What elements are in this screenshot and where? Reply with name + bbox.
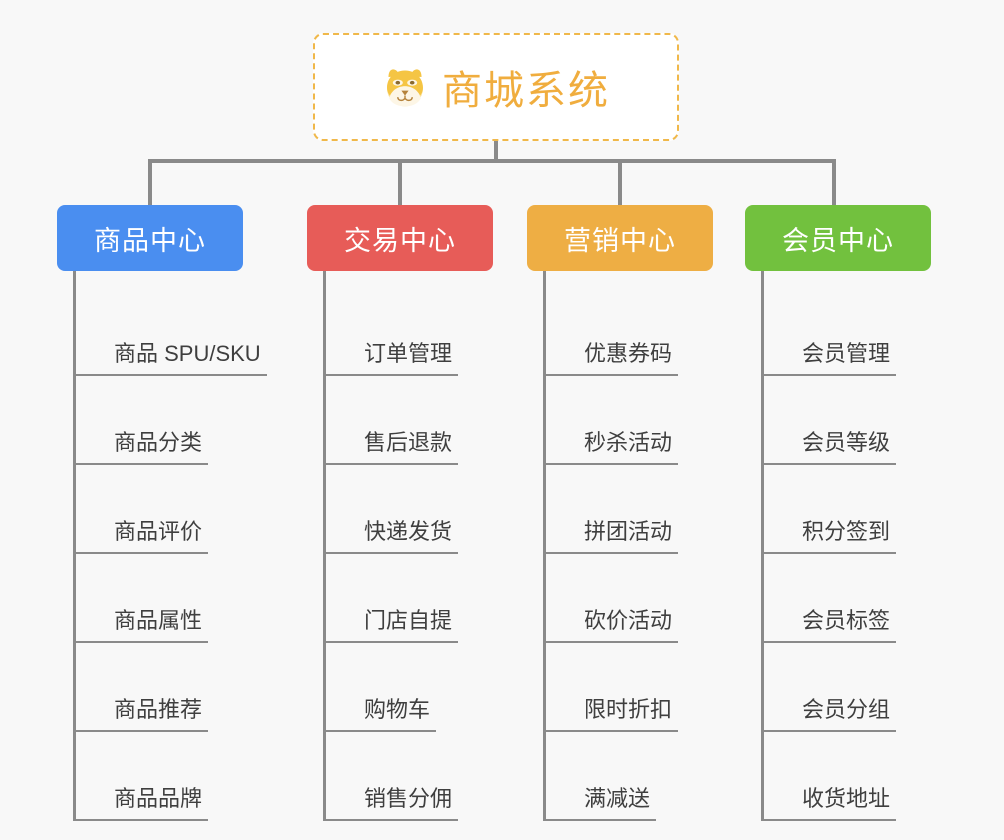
connector-drop-branch-2 bbox=[398, 159, 402, 207]
leaf-item[interactable]: 商品属性 bbox=[75, 554, 243, 643]
leaf-label: 限时折扣 bbox=[545, 692, 679, 732]
leaf-item[interactable]: 积分签到 bbox=[763, 465, 931, 554]
root-title: 商城系统 bbox=[442, 69, 610, 113]
leaf-item[interactable]: 售后退款 bbox=[325, 376, 493, 465]
connector-drop-branch-3 bbox=[618, 159, 622, 207]
leaf-label: 满减送 bbox=[545, 781, 657, 821]
leaf-label: 销售分佣 bbox=[325, 781, 459, 821]
leaf-item[interactable]: 拼团活动 bbox=[545, 465, 713, 554]
connector-root-stem bbox=[494, 141, 498, 163]
leaf-label: 商品 SPU/SKU bbox=[76, 336, 267, 376]
leaf-label: 积分签到 bbox=[763, 514, 897, 554]
leaf-item[interactable]: 优惠券码 bbox=[545, 287, 713, 376]
leaf-item[interactable]: 会员分组 bbox=[763, 643, 931, 732]
branch-header-marketing[interactable]: 营销中心 bbox=[527, 205, 713, 271]
leaf-label: 购物车 bbox=[325, 692, 437, 732]
leaf-item[interactable]: 门店自提 bbox=[325, 554, 493, 643]
branch-header-marketing-label: 营销中心 bbox=[564, 225, 676, 256]
leaf-label: 秒杀活动 bbox=[545, 425, 679, 465]
branch-column-product: 商品中心 商品 SPU/SKU 商品分类 商品评价 商品属性 商品推荐 商品品牌 bbox=[57, 205, 267, 821]
leaf-item[interactable]: 秒杀活动 bbox=[545, 376, 713, 465]
leaf-label: 拼团活动 bbox=[545, 514, 679, 554]
leaf-label: 优惠券码 bbox=[545, 336, 679, 376]
leaf-list-marketing: 优惠券码 秒杀活动 拼团活动 砍价活动 限时折扣 满减送 bbox=[543, 271, 713, 821]
leaf-item[interactable]: 商品推荐 bbox=[75, 643, 243, 732]
leaf-label: 会员管理 bbox=[763, 336, 897, 376]
leaf-label: 商品评价 bbox=[75, 514, 209, 554]
connector-drop-branch-4 bbox=[832, 159, 836, 207]
leaf-item[interactable]: 商品评价 bbox=[75, 465, 243, 554]
leaf-item[interactable]: 快递发货 bbox=[325, 465, 493, 554]
leaf-label: 会员标签 bbox=[763, 603, 897, 643]
leaf-item[interactable]: 销售分佣 bbox=[325, 732, 493, 821]
leaf-item[interactable]: 商品品牌 bbox=[75, 732, 243, 821]
leaf-item[interactable]: 会员管理 bbox=[763, 287, 931, 376]
branch-header-trade[interactable]: 交易中心 bbox=[307, 205, 493, 271]
leaf-item[interactable]: 会员标签 bbox=[763, 554, 931, 643]
leaf-item[interactable]: 收货地址 bbox=[763, 732, 931, 821]
branch-column-marketing: 营销中心 优惠券码 秒杀活动 拼团活动 砍价活动 限时折扣 满减送 bbox=[527, 205, 713, 821]
leaf-label: 商品属性 bbox=[75, 603, 209, 643]
root-node[interactable]: 商城系统 bbox=[313, 33, 679, 141]
leaf-label: 订单管理 bbox=[325, 336, 459, 376]
leaf-label: 快递发货 bbox=[325, 514, 459, 554]
branch-header-member-label: 会员中心 bbox=[782, 225, 894, 256]
leaf-item[interactable]: 商品 SPU/SKU bbox=[76, 287, 267, 376]
connector-horizontal-bus bbox=[148, 159, 836, 163]
connector-drop-branch-1 bbox=[148, 159, 152, 207]
leaf-label: 砍价活动 bbox=[545, 603, 679, 643]
branch-header-product[interactable]: 商品中心 bbox=[57, 205, 243, 271]
leaf-list-trade: 订单管理 售后退款 快递发货 门店自提 购物车 销售分佣 bbox=[323, 271, 493, 821]
leaf-label: 商品品牌 bbox=[75, 781, 209, 821]
leaf-label: 商品分类 bbox=[75, 425, 209, 465]
leaf-label: 售后退款 bbox=[325, 425, 459, 465]
leaf-label: 会员分组 bbox=[763, 692, 897, 732]
leaf-item[interactable]: 商品分类 bbox=[75, 376, 243, 465]
branch-header-member[interactable]: 会员中心 bbox=[745, 205, 931, 271]
leaf-label: 收货地址 bbox=[763, 781, 897, 821]
leaf-item[interactable]: 购物车 bbox=[325, 643, 493, 732]
leaf-item[interactable]: 订单管理 bbox=[325, 287, 493, 376]
branch-column-trade: 交易中心 订单管理 售后退款 快递发货 门店自提 购物车 销售分佣 bbox=[307, 205, 493, 821]
shiba-dog-face-icon bbox=[382, 64, 428, 110]
branch-header-trade-label: 交易中心 bbox=[344, 225, 456, 256]
leaf-item[interactable]: 限时折扣 bbox=[545, 643, 713, 732]
leaf-label: 门店自提 bbox=[325, 603, 459, 643]
branch-column-member: 会员中心 会员管理 会员等级 积分签到 会员标签 会员分组 收货地址 bbox=[745, 205, 931, 821]
leaf-list-member: 会员管理 会员等级 积分签到 会员标签 会员分组 收货地址 bbox=[761, 271, 931, 821]
leaf-item[interactable]: 满减送 bbox=[545, 732, 713, 821]
leaf-item[interactable]: 会员等级 bbox=[763, 376, 931, 465]
leaf-label: 商品推荐 bbox=[75, 692, 209, 732]
branch-header-product-label: 商品中心 bbox=[94, 225, 206, 256]
leaf-label: 会员等级 bbox=[763, 425, 897, 465]
leaf-list-product: 商品 SPU/SKU 商品分类 商品评价 商品属性 商品推荐 商品品牌 bbox=[73, 271, 267, 821]
leaf-item[interactable]: 砍价活动 bbox=[545, 554, 713, 643]
